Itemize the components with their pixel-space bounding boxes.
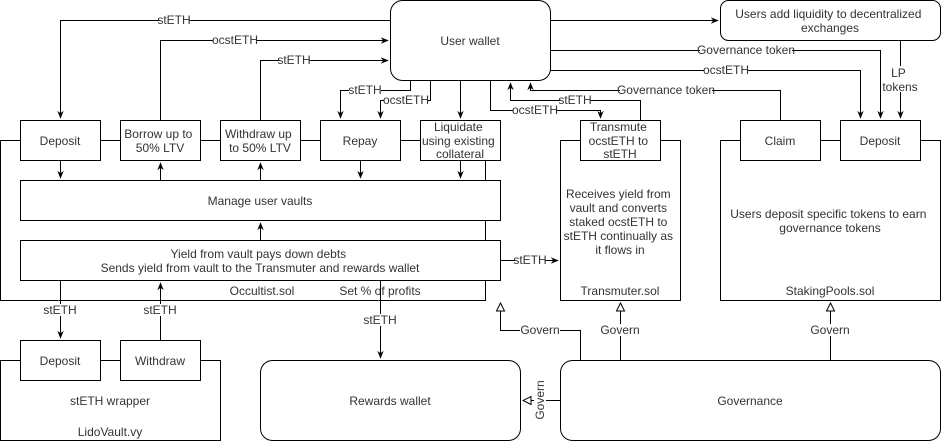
edge-label-govern-rewards: Govern: [533, 380, 547, 419]
withdraw-box: [220, 120, 301, 161]
repay-box: [320, 120, 401, 161]
claim-label: Claim: [765, 134, 796, 148]
transmuter-title: Transmuter.sol: [581, 284, 660, 298]
staking-pools-frame: [720, 140, 941, 301]
borrow-box: [120, 120, 201, 161]
manage-vaults-box: [20, 180, 501, 221]
pool-deposit-node: Deposit: [840, 120, 921, 161]
transmuter-container: Transmuter.sol Receives yield from vault…: [560, 140, 681, 301]
user-wallet-box: [390, 0, 551, 81]
liquidity-node: Users add liquidity to decentralized exc…: [720, 0, 941, 41]
user-wallet-label: User wallet: [440, 34, 500, 48]
pool-deposit-box: [840, 120, 921, 161]
manage-vaults-label: Manage user vaults: [208, 194, 313, 208]
lido-withdraw-box: [120, 340, 201, 381]
borrow-node: Borrow up to 50% LTV: [120, 120, 201, 161]
occultist-deposit-label: Deposit: [40, 134, 81, 148]
transmute-label: Transmute ocstETH to stETH: [589, 120, 652, 161]
edge-label-govern-staking: Govern: [810, 323, 849, 337]
edge-label-transmute-to-wallet: stETH: [558, 93, 591, 107]
withdraw-node: Withdraw up to 50% LTV: [220, 120, 301, 161]
staking-pools-title: StakingPools.sol: [786, 284, 875, 298]
claim-node: Claim: [740, 120, 821, 161]
edge-label-wallet-to-repay-ocsteth: ocstETH: [383, 93, 429, 107]
edge-borrow-to-wallet: [160, 37, 389, 121]
lido-withdraw-node: Withdraw: [120, 340, 201, 381]
transmute-node: Transmute ocstETH to stETH: [580, 120, 661, 161]
lido-description: stETH wrapper: [70, 394, 150, 408]
edge-label-lido-to-occultist: stETH: [143, 303, 176, 317]
user-wallet-node: User wallet: [390, 0, 551, 81]
liquidity-label: Users add liquidity to decentralized exc…: [735, 7, 924, 35]
lido-deposit-label: Deposit: [40, 354, 81, 368]
edge-wallet-to-pool-gov: [550, 50, 884, 119]
liquidate-box: [420, 120, 501, 161]
edge-label-wallet-to-transmute: ocstETH: [512, 103, 558, 117]
borrow-label: Borrow up to 50% LTV: [124, 127, 195, 155]
lido-title: LidoVault.vy: [78, 425, 142, 439]
edge-label-lp-tokens: LP tokens: [882, 66, 917, 94]
occultist-title: Occultist.sol: [230, 284, 295, 298]
liquidate-label: Liquidate using existing collateral: [422, 120, 498, 161]
yield-label: Yield from vault pays down debts Sends y…: [101, 247, 420, 275]
rewards-wallet-node: Rewards wallet: [260, 360, 521, 441]
withdraw-label: Withdraw up to 50% LTV: [225, 127, 295, 155]
repay-node: Repay: [320, 120, 401, 161]
edge-label-wallet-to-deposit: stETH: [157, 13, 190, 27]
liquidate-node: Liquidate using existing collateral: [420, 120, 501, 161]
edge-label-govern-occultist: Govern: [520, 323, 559, 337]
rewards-wallet-label: Rewards wallet: [349, 394, 431, 408]
manage-vaults-node: Manage user vaults: [20, 180, 501, 221]
edge-label-govern-transmuter: Govern: [600, 323, 639, 337]
edge-label-wallet-to-pool-ocsteth: ocstETH: [703, 63, 749, 77]
edge-withdraw-to-wallet: [260, 57, 389, 121]
edge-label-withdraw-to-wallet: stETH: [277, 53, 310, 67]
edge-wallet-to-pool-ocsteth: [550, 70, 864, 119]
edge-label-borrow-to-wallet: ocstETH: [212, 33, 258, 47]
yield-node: Yield from vault pays down debts Sends y…: [20, 240, 501, 281]
edge-wallet-to-deposit: [57, 20, 391, 119]
edge-label-occultist-to-lido: stETH: [43, 303, 76, 317]
edge-label-wallet-to-repay-steth: stETH: [348, 83, 381, 97]
occultist-deposit-node: Deposit: [20, 120, 101, 161]
lido-withdraw-label: Withdraw: [135, 354, 185, 368]
occultist-deposit-box: [20, 120, 101, 161]
repay-label: Repay: [343, 134, 378, 148]
staking-pools-description: Users deposit specific tokens to earn go…: [730, 207, 929, 235]
rewards-wallet-box: [260, 360, 521, 441]
edge-label-yield-to-transmuter: stETH: [513, 253, 546, 267]
staking-pools-container: StakingPools.sol Users deposit specific …: [720, 140, 941, 301]
edge-label-profits-to-rewards: stETH: [363, 313, 396, 327]
transmuter-description: Receives yield from vault and converts s…: [564, 187, 677, 257]
transmuter-frame: [560, 140, 681, 301]
lido-deposit-box: [20, 340, 101, 381]
yield-box: [20, 240, 501, 281]
governance-node: Governance: [560, 360, 941, 441]
liquidity-box: [720, 0, 941, 41]
lido-deposit-node: Deposit: [20, 340, 101, 381]
edge-label-wallet-to-pool-gov: Governance token: [697, 43, 795, 57]
claim-box: [740, 120, 821, 161]
pool-deposit-label: Deposit: [860, 134, 901, 148]
transmute-box: [580, 120, 661, 161]
governance-label: Governance: [717, 394, 783, 408]
edge-label-claim-to-wallet: Governance token: [617, 83, 715, 97]
